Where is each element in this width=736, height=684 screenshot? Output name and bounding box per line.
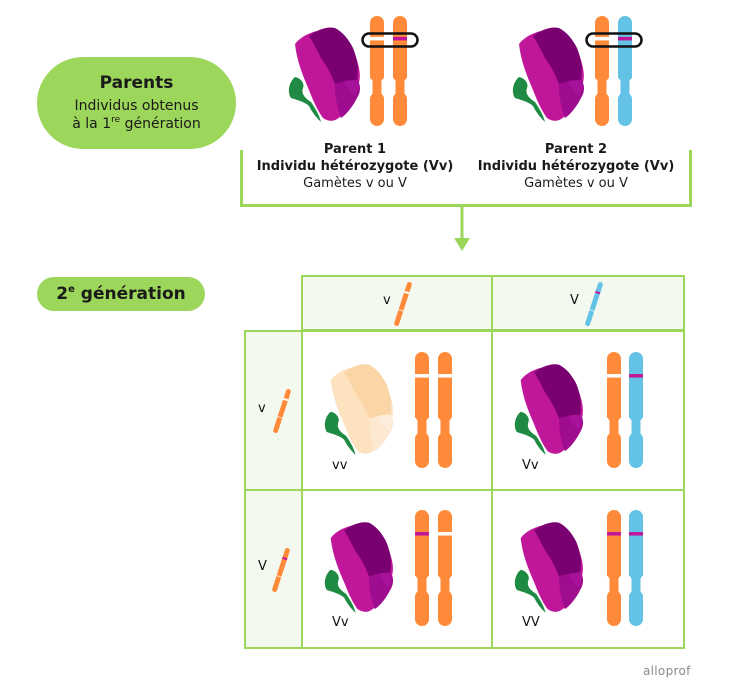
parent1-type: Individu hétérozygote (Vv) <box>256 159 454 174</box>
parent2-title: Parent 2 <box>544 142 608 157</box>
cell-genotype: vv <box>332 458 348 473</box>
flower-icon <box>288 27 360 122</box>
flower-icon <box>324 522 394 613</box>
parent1-title: Parent 1 <box>323 142 387 157</box>
parent2-type: Individu hétérozygote (Vv) <box>477 159 675 174</box>
gamete-chromosome-icon <box>394 282 412 326</box>
gene-band <box>393 36 407 41</box>
flower-icon <box>514 364 584 455</box>
parent1-description: Parent 1 Individu hétérozygote (Vv) Gamè… <box>241 141 469 192</box>
chromosome-icon <box>629 510 643 626</box>
cell-genotype: VV <box>522 615 540 630</box>
row-header-allele: V <box>258 559 267 574</box>
row-header-allele: v <box>258 401 266 416</box>
gene-band <box>607 374 621 378</box>
chromosome-icon <box>415 510 429 626</box>
chromosome-icon <box>438 352 452 468</box>
cross-bracket-arrow <box>240 150 692 251</box>
alloprof-logo: alloprof <box>643 664 691 678</box>
parent1-gametes: Gamètes v ou V <box>303 176 407 191</box>
parent2-description: Parent 2 Individu hétérozygote (Vv) Gamè… <box>462 141 690 192</box>
parent1-flower-icon <box>288 27 360 122</box>
gene-band <box>370 36 384 41</box>
superscript: e <box>68 284 75 295</box>
gamete-chromosome-icon <box>585 282 603 326</box>
gene-band <box>618 36 632 41</box>
parents-label-box: Parents Individus obtenus à la 1re génér… <box>37 57 236 149</box>
gene-locus-highlight <box>361 32 419 48</box>
gene-band <box>629 532 643 536</box>
parent2-gametes: Gamètes v ou V <box>524 176 628 191</box>
gene-band <box>415 374 429 378</box>
parents-subtitle: Individus obtenus à la 1re génération <box>72 97 201 133</box>
gamete-chromosome-icon <box>272 548 290 592</box>
chromosome-icon <box>629 352 643 468</box>
arrow-down-icon <box>454 238 470 251</box>
gamete-chromosome-icon <box>273 389 291 433</box>
gene-band <box>438 532 452 536</box>
generation-label-box: 2e génération <box>37 277 205 311</box>
flower-icon <box>514 522 584 613</box>
superscript: re <box>111 115 121 125</box>
gene-band <box>415 532 429 536</box>
parent2-flower-icon <box>512 27 584 122</box>
chromosome-icon <box>438 510 452 626</box>
gene-locus-highlight <box>585 32 643 48</box>
cell-genotype: Vv <box>522 458 539 473</box>
gene-band <box>607 532 621 536</box>
chromosome-icon <box>607 352 621 468</box>
parents-subtitle-line2-end: génération <box>120 116 201 132</box>
chromosome-icon <box>607 510 621 626</box>
col-header-allele: V <box>570 293 579 308</box>
gene-band <box>438 374 452 378</box>
generation-title: 2e génération <box>56 284 185 304</box>
gene-band <box>629 374 643 378</box>
flower-icon <box>512 27 584 122</box>
parents-title: Parents <box>99 73 174 93</box>
generation-number: 2 <box>56 284 69 304</box>
flower-icon <box>324 364 394 455</box>
col-header-allele: v <box>383 293 391 308</box>
cell-genotype: Vv <box>332 615 349 630</box>
generation-word: génération <box>74 284 186 304</box>
parents-subtitle-line1: Individus obtenus <box>74 98 199 114</box>
parents-subtitle-line2: à la 1 <box>72 116 112 132</box>
chromosome-icon <box>415 352 429 468</box>
gene-band <box>595 36 609 41</box>
